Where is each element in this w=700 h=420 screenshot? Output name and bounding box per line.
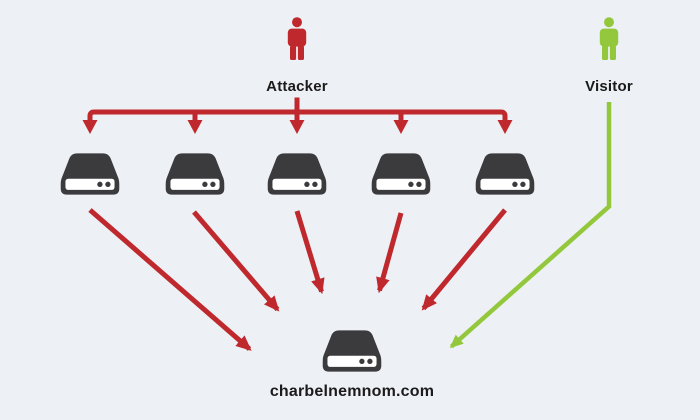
fanout-arrowhead-3 <box>289 120 305 134</box>
target-domain-label: charbelnemnom.com <box>269 383 435 400</box>
attacker-label: Attacker <box>266 78 328 95</box>
attack-arrow-3 <box>294 210 325 295</box>
fanout-arrowhead-5 <box>497 120 513 134</box>
attacker-person-icon <box>285 17 309 71</box>
botnet-server-1 <box>59 150 121 198</box>
attack-arrow-5 <box>421 208 507 311</box>
attack-arrow-1 <box>88 208 252 351</box>
botnet-server-3 <box>266 150 328 198</box>
visitor-arrow <box>449 102 612 349</box>
botnet-server-2 <box>164 150 226 198</box>
visitor-person-icon <box>597 17 621 71</box>
attack-arrow-2 <box>192 210 280 312</box>
botnet-server-4 <box>370 150 432 198</box>
attacker-fanout-lines <box>87 97 508 121</box>
target-server-icon <box>321 327 383 375</box>
fanout-arrowhead-2 <box>187 120 203 134</box>
fanout-arrowhead-1 <box>82 120 98 134</box>
visitor-label: Visitor <box>585 78 633 95</box>
fanout-arrowhead-4 <box>393 120 409 134</box>
attack-arrow-4 <box>376 212 404 294</box>
botnet-server-5 <box>474 150 536 198</box>
